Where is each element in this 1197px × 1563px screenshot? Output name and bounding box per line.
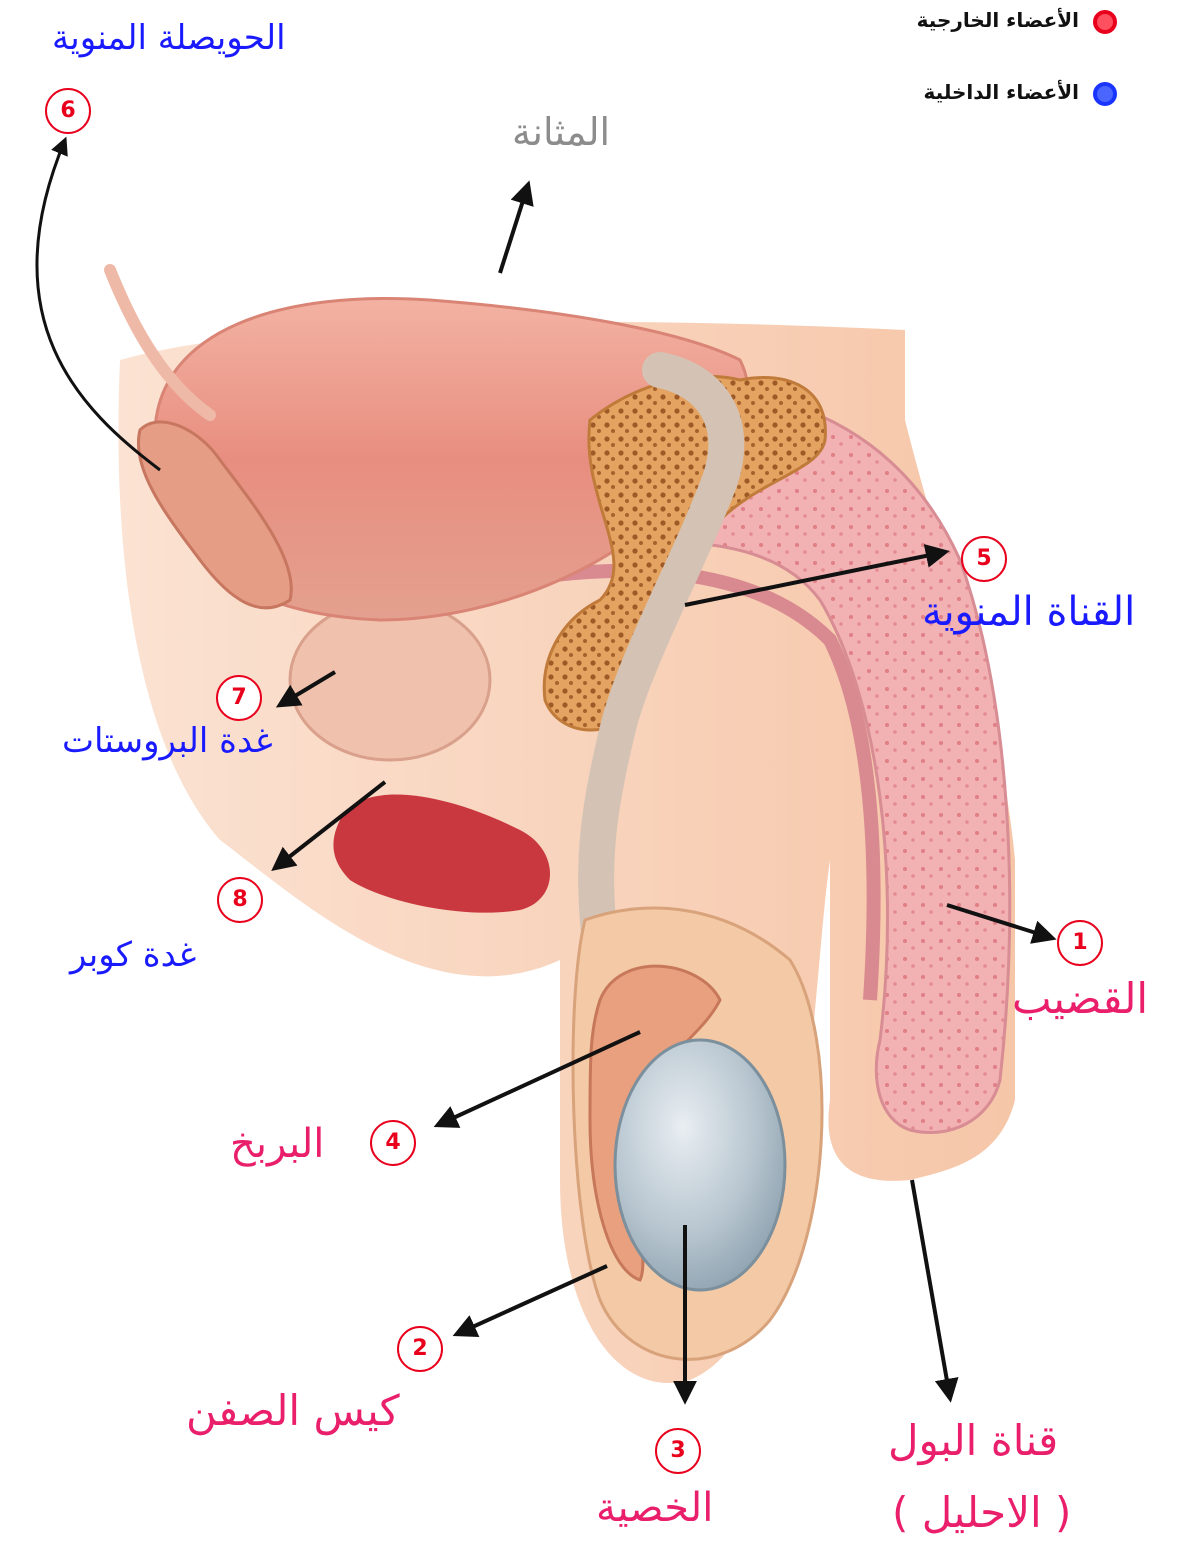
label-vas-deferens: القناة المنوية [922,590,1135,634]
label-scrotum: كيس الصفن [186,1388,400,1434]
label-urethra-line2: ( الاحليل ) [892,1490,1071,1536]
legend-external-text: الأعضاء الخارجية [917,8,1079,32]
label-cowper: غدة كوبر [70,937,196,974]
number-4: 4 [370,1120,416,1166]
arrow-bladder [500,185,528,273]
legend-internal-dot [1093,82,1117,106]
label-bladder: المثانة [512,112,610,154]
legend-internal-text: الأعضاء الداخلية [924,80,1079,104]
testis-shape [615,1040,785,1290]
label-prostate: غدة البروستات [62,723,273,760]
number-5: 5 [961,536,1007,582]
number-6: 6 [45,88,91,134]
label-testis: الخصية [596,1486,713,1530]
label-epididymis: البربخ [230,1122,324,1166]
number-2: 2 [397,1326,443,1372]
number-1: 1 [1057,920,1103,966]
legend-external-dot [1093,10,1117,34]
number-8: 8 [217,877,263,923]
label-urethra-line1: قناة البول [888,1418,1058,1464]
label-penis: القضيب [1012,976,1148,1022]
label-seminal-vesicle: الحويصلة المنوية [52,20,286,57]
number-3: 3 [655,1428,701,1474]
arrow-urethra [912,1180,950,1398]
number-7: 7 [216,675,262,721]
